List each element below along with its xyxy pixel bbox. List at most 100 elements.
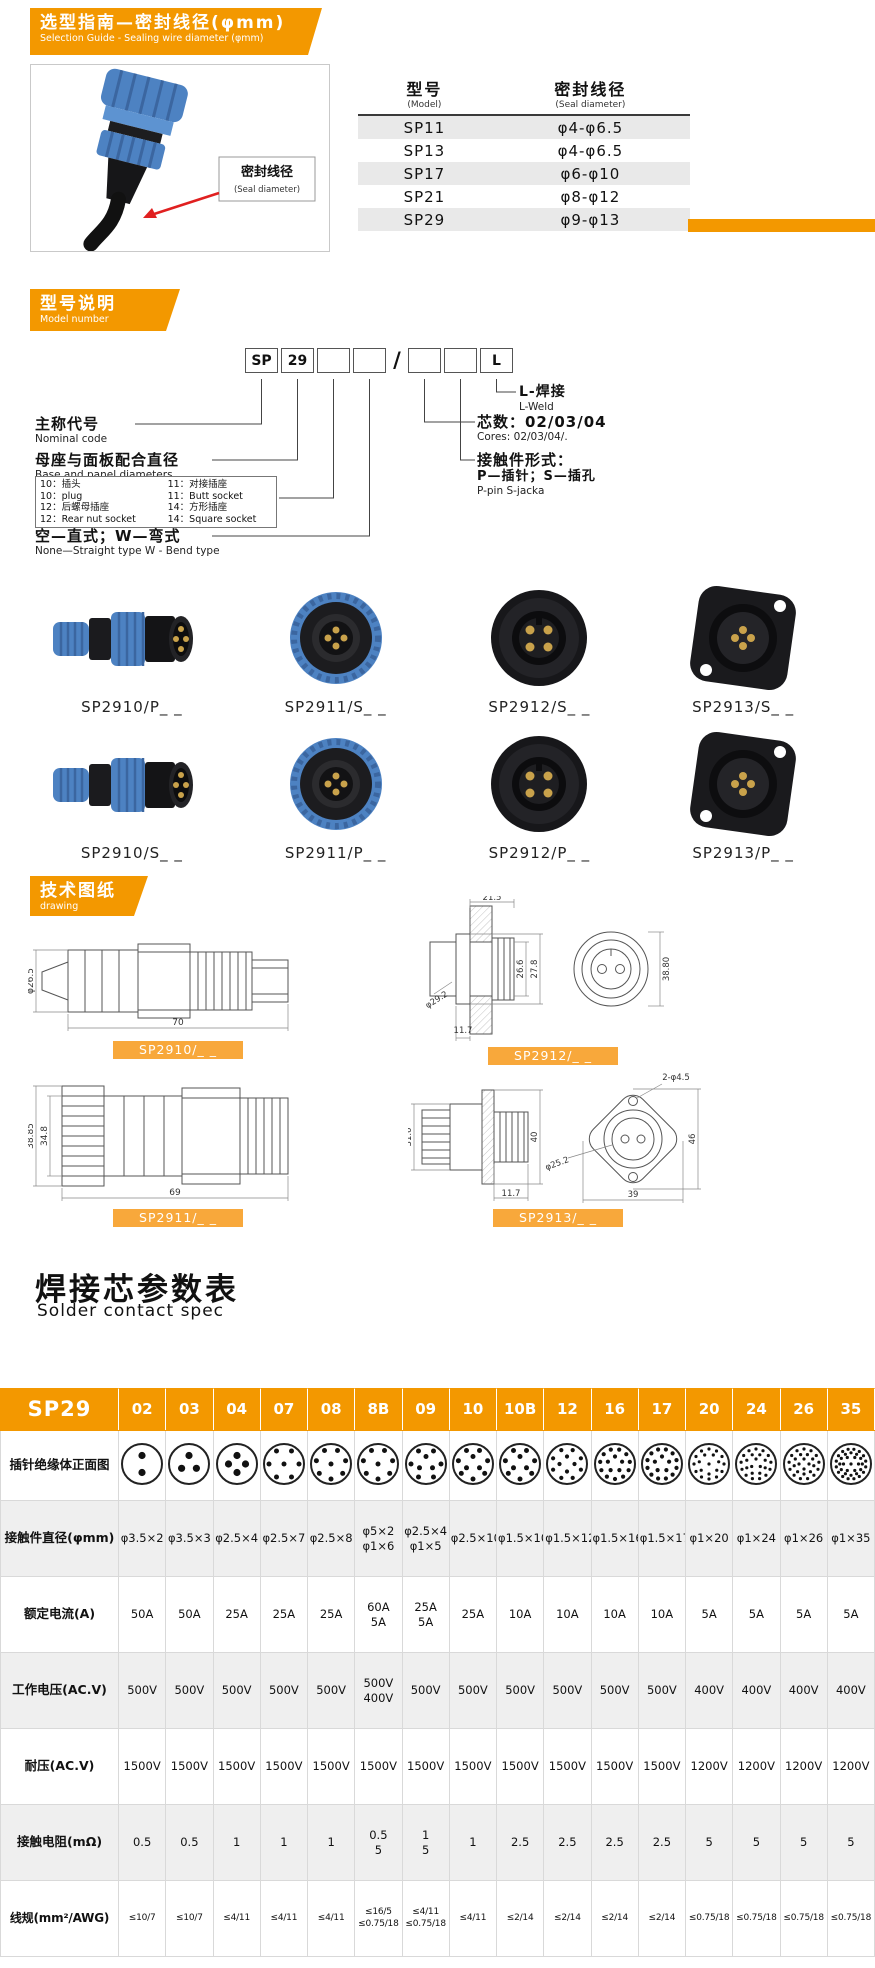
- dim-text: 40: [530, 1132, 540, 1143]
- spec-value: ≤4/11: [259, 1880, 309, 1957]
- product-cell: SP2912/S_ _: [438, 580, 642, 718]
- drawing-sp2913: 31.6 40 11.7 2-φ4.5 φ25.2 46 39 SP2913/_…: [408, 1068, 708, 1227]
- spec-value: 1: [259, 1804, 309, 1881]
- spec-value: 5A: [684, 1576, 734, 1653]
- product-photo: [438, 726, 642, 842]
- spec-value: 5A: [779, 1576, 828, 1653]
- product-photo: [30, 726, 234, 842]
- product-label: SP2911/S_ _: [284, 698, 387, 716]
- product-cell: SP2910/P_ _: [30, 580, 234, 718]
- dim-text: 38.85: [28, 1123, 36, 1149]
- product-cell: SP2911/S_ _: [234, 580, 438, 718]
- pin-face-diagram: [590, 1430, 639, 1501]
- model-cell: SP11: [403, 118, 446, 137]
- spec-value: φ2.5×4: [212, 1500, 261, 1577]
- pin-face-row: 插针绝缘体正面图: [0, 1430, 875, 1501]
- diameter-cell: φ9-φ13: [560, 210, 621, 229]
- contact-cn: 接触件形式：: [477, 451, 574, 469]
- drawing-tag-sp2912: SP2912/_ _: [488, 1047, 618, 1065]
- spec-col-header: 03: [165, 1388, 214, 1431]
- spec-value: 1500V: [212, 1728, 261, 1805]
- spec-value: ≤16/5≤0.75/18: [354, 1880, 403, 1957]
- spec-value: 25A: [259, 1576, 309, 1653]
- nominal-en: Nominal code: [35, 433, 108, 445]
- spec-row-wire: 线规(mm²/AWG)≤10/7≤10/7≤4/11≤4/11≤4/11≤16/…: [0, 1880, 875, 1957]
- spec-value: ≤0.75/18: [779, 1880, 828, 1957]
- spec-value: φ3.5×3: [165, 1500, 214, 1577]
- dim-text: 46: [688, 1134, 698, 1145]
- drawing-tag-sp2913: SP2913/_ _: [493, 1209, 623, 1227]
- spec-value: 1500V: [637, 1728, 687, 1805]
- product-photo: [641, 580, 845, 696]
- dim-text: φ26.5: [28, 968, 36, 994]
- spec-col-header: 02: [117, 1388, 167, 1431]
- seal-diameter-photo: 密封线径 (Seal diameter): [30, 64, 330, 252]
- spec-value: 5: [732, 1804, 781, 1881]
- section-banner-model-number: 型号说明 Model number: [30, 289, 180, 331]
- pin-face-diagram: [212, 1430, 261, 1501]
- spec-col-header: 10: [448, 1388, 498, 1431]
- spec-value: ≤2/14: [637, 1880, 687, 1957]
- spec-value: ≤4/11≤0.75/18: [401, 1880, 450, 1957]
- code-box: L: [480, 348, 513, 373]
- product-grid: SP2910/P_ _ SP2911/S_ _ SP2912/S_ _ SP2913/…: [30, 580, 845, 864]
- model-cell: SP17: [403, 164, 446, 183]
- spec-value: 1200V: [779, 1728, 828, 1805]
- spec-row-label: 工作电压(AC.V): [0, 1652, 119, 1729]
- spec-value: φ2.5×10: [448, 1500, 498, 1577]
- col-model-cn: 型号: [406, 80, 443, 99]
- spec-col-header: 26: [779, 1388, 828, 1431]
- spec-value: 1: [212, 1804, 261, 1881]
- spec-title-cn: 焊接芯参数表: [35, 1272, 239, 1308]
- drawing-tag-sp2911: SP2911/_ _: [113, 1209, 243, 1227]
- product-label: SP2913/P_ _: [692, 844, 794, 862]
- pin-face-diagram: [448, 1430, 498, 1501]
- spec-row-label: 额定电流(A): [0, 1576, 119, 1653]
- spec-value: 500V: [637, 1652, 687, 1729]
- spec-title-en: Solder contact spec: [37, 1301, 225, 1321]
- dim-text: 69: [169, 1188, 181, 1198]
- pin-face-diagram: [306, 1430, 356, 1501]
- spec-col-header: 16: [590, 1388, 639, 1431]
- col-seal-en: (Seal diameter): [555, 100, 626, 110]
- product-cell: SP2911/P_ _: [234, 726, 438, 864]
- spec-value: 1500V: [495, 1728, 545, 1805]
- diameter-cell: φ8-φ12: [560, 187, 621, 206]
- spec-value: 25A: [306, 1576, 356, 1653]
- spec-value: 1500V: [543, 1728, 592, 1805]
- spec-value: φ1.5×12: [543, 1500, 592, 1577]
- code-slash: /: [393, 348, 401, 372]
- spec-value: ≤4/11: [306, 1880, 356, 1957]
- banner-subtitle: Model number: [40, 314, 109, 325]
- banner-subtitle: Selection Guide - Sealing wire diameter …: [40, 33, 264, 44]
- spec-col-header: 8B: [354, 1388, 403, 1431]
- dim-text: 38.80: [662, 957, 672, 981]
- label-nominal-code: 主称代号 Nominal code: [35, 416, 107, 446]
- dim-text: φ25.2: [544, 1155, 570, 1173]
- spec-row-label: 插针绝缘体正面图: [0, 1430, 119, 1501]
- spec-value: 1: [448, 1804, 498, 1881]
- model-cell: SP29: [403, 210, 446, 229]
- spec-col-header: 35: [826, 1388, 875, 1431]
- spec-value: φ1.5×10: [495, 1500, 545, 1577]
- spec-value: 400V: [826, 1652, 875, 1729]
- spec-value: 5: [826, 1804, 875, 1881]
- drawing-sp2912: 21.5 26.6 27.8 φ29.2 11.7 38.80 SP2912/_…: [408, 896, 698, 1065]
- spec-col-header: 09: [401, 1388, 450, 1431]
- pin-face-diagram: [779, 1430, 828, 1501]
- code-box: [444, 348, 477, 373]
- pin-face-diagram: [637, 1430, 687, 1501]
- red-arrow-icon: [143, 191, 220, 218]
- spec-value: 500V: [590, 1652, 639, 1729]
